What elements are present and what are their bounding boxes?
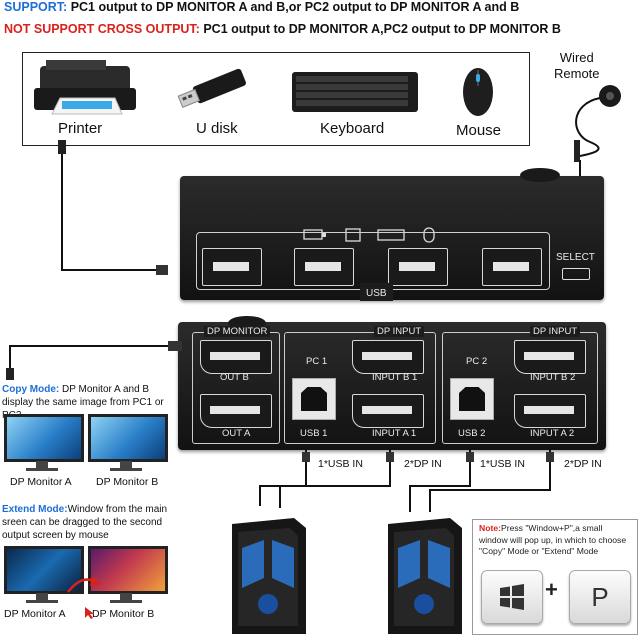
- cable-label-dp-in-2: 2*DP IN: [564, 458, 602, 470]
- extend-mode-description: Extend Mode:Window from the main sreen c…: [2, 503, 172, 542]
- select-port[interactable]: [562, 268, 590, 280]
- not-support-line: NOT SUPPORT CROSS OUTPUT: PC1 output to …: [4, 22, 561, 36]
- cable-label-usb-in-2: 1*USB IN: [480, 458, 525, 470]
- usb2-label: USB 2: [458, 428, 486, 439]
- note-box: Note:Press "Window+P",a small window wil…: [472, 519, 638, 635]
- extend-mode-text: Window from the main sreen can be dragge…: [2, 504, 168, 541]
- peripheral-label-keyboard: Keyboard: [320, 120, 385, 137]
- extend-monitor-a-screen: [4, 546, 84, 594]
- out-a-port[interactable]: [200, 394, 272, 428]
- peripheral-label-mouse: Mouse: [456, 122, 502, 139]
- not-support-text: PC1 output to DP MONITOR A,PC2 output to…: [203, 22, 561, 36]
- pc2-group: [442, 332, 598, 444]
- input-a2-port[interactable]: [514, 394, 586, 428]
- cable-label-dp-in-1: 2*DP IN: [404, 458, 442, 470]
- pointer-icon: [85, 607, 94, 619]
- front-usb-port-1[interactable]: [202, 248, 262, 286]
- note-title: Note:: [479, 523, 501, 533]
- wired-remote-icon: [574, 85, 621, 162]
- extend-monitor-b-stand: [120, 593, 132, 601]
- front-usb-port-3[interactable]: [388, 248, 448, 286]
- input-b1-label: INPUT B 1: [372, 372, 418, 383]
- drag-arrow-icon: [67, 576, 102, 593]
- pc-tower-2-icon: [388, 518, 462, 634]
- peripheral-label-u-disk: U disk: [196, 120, 238, 137]
- out-b-label: OUT B: [220, 372, 249, 383]
- p-key[interactable]: P: [569, 570, 631, 624]
- windows-key[interactable]: [481, 570, 543, 624]
- note-text-wrap: Note:Press "Window+P",a small window wil…: [473, 520, 637, 558]
- extend-monitor-b-label: DP Monitor B: [92, 608, 155, 620]
- input-b2-port[interactable]: [514, 340, 586, 374]
- usb-drive-icon: [177, 68, 246, 108]
- note-text: Press "Window+P",a small window will pop…: [479, 523, 627, 557]
- copy-monitor-a-screen: [4, 414, 84, 462]
- copy-monitor-a-stand: [36, 461, 48, 469]
- front-usb-port-4[interactable]: [482, 248, 542, 286]
- pc1-group: [284, 332, 436, 444]
- usb1-label: USB 1: [300, 428, 328, 439]
- copy-monitor-b-base: [110, 468, 142, 471]
- input-b1-port[interactable]: [352, 340, 424, 374]
- input-b2-label: INPUT B 2: [530, 372, 576, 383]
- usb2-b-port[interactable]: [450, 378, 494, 420]
- extend-monitor-a-stand: [36, 593, 48, 601]
- usb1-b-port[interactable]: [292, 378, 336, 420]
- copy-monitor-a-base: [26, 468, 58, 471]
- support-text: PC1 output to DP MONITOR A and B,or PC2 …: [70, 0, 520, 14]
- windows-logo-icon: [500, 584, 524, 610]
- support-line: SUPPORT: PC1 output to DP MONITOR A and …: [4, 0, 519, 14]
- extend-mode-title: Extend Mode:: [2, 504, 68, 515]
- out-a-label: OUT A: [222, 428, 251, 439]
- front-port-icons: [303, 227, 435, 243]
- extend-monitor-b-base: [110, 600, 142, 603]
- input-a2-label: INPUT A 2: [530, 428, 575, 439]
- copy-mode-title: Copy Mode:: [2, 384, 60, 395]
- dp-monitor-label: DP MONITOR: [204, 326, 271, 337]
- printer-icon: [34, 60, 136, 115]
- wired-remote-label: Wired Remote: [554, 50, 600, 81]
- copy-monitor-b-stand: [120, 461, 132, 469]
- usb-group-label: USB: [366, 288, 387, 299]
- front-usb-port-2[interactable]: [294, 248, 354, 286]
- copy-monitor-b-label: DP Monitor B: [96, 476, 159, 488]
- extend-monitor-b-screen: [88, 546, 168, 594]
- pc-cables: [259, 450, 554, 512]
- pc2-dp-input-label: DP INPUT: [530, 326, 581, 337]
- support-label: SUPPORT:: [4, 0, 68, 14]
- input-a1-port[interactable]: [352, 394, 424, 428]
- peripheral-label-printer: Printer: [58, 120, 103, 137]
- pc-tower-1-icon: [232, 518, 306, 634]
- front-knob: [520, 168, 560, 182]
- pc2-label: PC 2: [466, 356, 488, 367]
- plus-sign: +: [545, 577, 558, 602]
- pc1-label: PC 1: [306, 356, 328, 367]
- out-b-port[interactable]: [200, 340, 272, 374]
- extend-monitor-a-label: DP Monitor A: [4, 608, 66, 620]
- copy-monitor-a-label: DP Monitor A: [10, 476, 72, 488]
- not-support-label: NOT SUPPORT CROSS OUTPUT:: [4, 22, 200, 36]
- keyboard-icon: [292, 72, 418, 112]
- usb-group-label-wrap: USB: [360, 283, 393, 301]
- cable-label-usb-in-1: 1*USB IN: [318, 458, 363, 470]
- pc1-dp-input-label: DP INPUT: [374, 326, 425, 337]
- extend-monitor-a-base: [26, 600, 58, 603]
- monitor-cable: [6, 341, 182, 380]
- input-a1-label: INPUT A 1: [372, 428, 417, 439]
- copy-monitor-b-screen: [88, 414, 168, 462]
- mouse-icon: [463, 68, 493, 116]
- select-label: SELECT: [556, 252, 595, 263]
